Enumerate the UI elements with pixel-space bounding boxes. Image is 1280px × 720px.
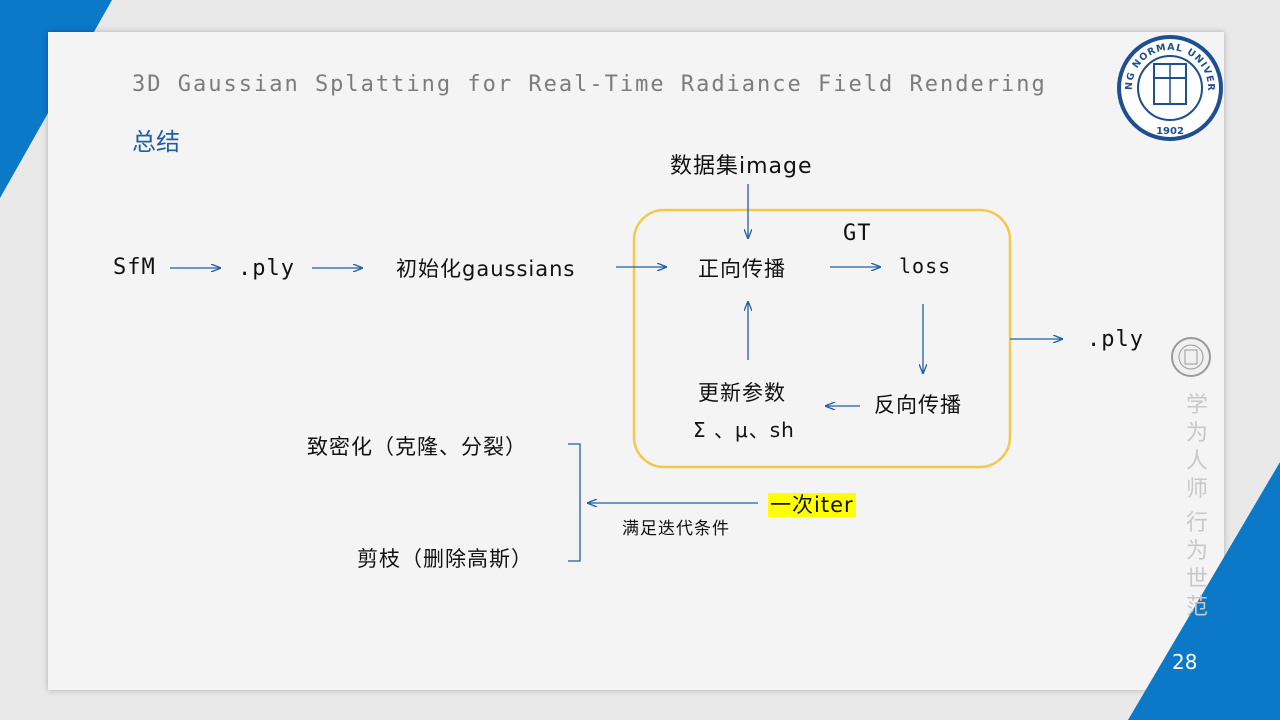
gt-label: GT — [843, 221, 872, 246]
motto-char: 为 — [1186, 421, 1209, 446]
ply-input-label: .ply — [238, 256, 295, 281]
small-seal-logo — [1171, 337, 1211, 377]
init-gaussians-label: 初始化gaussians — [396, 257, 576, 281]
dataset-label: 数据集image — [670, 154, 813, 179]
forward-label: 正向传播 — [698, 257, 786, 281]
seal-year: 1902 — [1156, 126, 1184, 137]
university-seal-logo: BEIJING NORMAL UNIVERSITY 1902 — [1116, 34, 1223, 141]
loss-label: loss — [899, 254, 952, 278]
motto-text: 学 为 人 师 行 为 世 范 — [1186, 392, 1209, 622]
condition-label: 满足迭代条件 — [622, 519, 730, 539]
sfm-label: SfM — [113, 255, 156, 280]
slide-card — [48, 32, 1224, 690]
densify-label: 致密化（克隆、分裂） — [307, 435, 527, 459]
prune-label: 剪枝（删除高斯） — [357, 547, 533, 571]
motto-char: 范 — [1186, 595, 1209, 620]
iter-label: 一次iter — [768, 493, 856, 517]
ply-output-label: .ply — [1087, 327, 1144, 352]
motto-char: 学 — [1186, 393, 1209, 418]
motto-char: 世 — [1186, 567, 1209, 592]
bottom-right-triangle — [1128, 462, 1280, 720]
motto-char: 师 — [1186, 477, 1209, 502]
backward-label: 反向传播 — [874, 393, 962, 417]
section-heading: 总结 — [132, 128, 180, 156]
bracket — [568, 443, 581, 562]
update-params-label: 更新参数 — [698, 381, 786, 405]
motto-char: 人 — [1186, 449, 1209, 474]
motto-char: 行 — [1186, 511, 1209, 536]
page-number: 28 — [1172, 650, 1198, 674]
params-label: Σ 、μ、sh — [693, 418, 795, 442]
training-loop-box — [632, 208, 1012, 469]
slide-title: 3D Gaussian Splatting for Real-Time Radi… — [132, 72, 1047, 97]
motto-char: 为 — [1186, 539, 1209, 564]
